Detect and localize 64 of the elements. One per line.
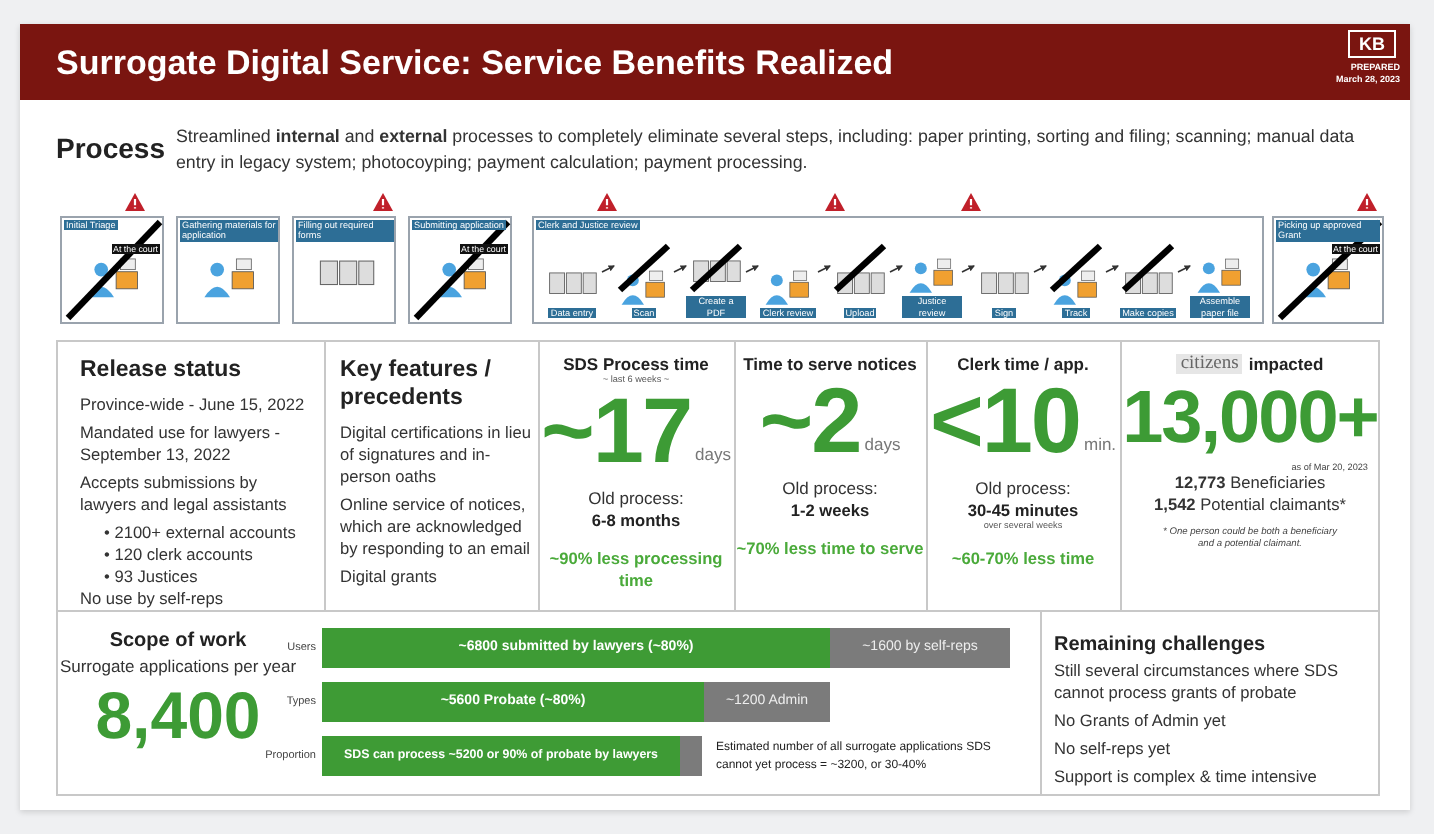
text: Support is complex & time intensive	[1054, 766, 1317, 788]
arrow	[745, 265, 759, 273]
metric-value: 8,400	[95, 678, 261, 754]
text: Old process:	[782, 478, 878, 498]
process-panel	[176, 216, 280, 324]
text: Still several circumstances where SDS cannot process grants of probate	[1054, 660, 1341, 704]
list-item: • 2100+ external accounts	[104, 522, 296, 544]
improvement-text: ~90% less processing time	[547, 548, 725, 592]
list-item: • 93 Justices	[104, 566, 198, 588]
list-item: • 120 clerk accounts	[104, 544, 253, 566]
section-heading: Release status	[80, 356, 242, 384]
metric-heading: Time to serve notices	[743, 354, 917, 374]
process-step	[830, 242, 890, 318]
section-heading: Process	[56, 132, 165, 164]
text: Accepts submissions by lawyers and legal assistants	[80, 472, 289, 516]
arrow	[817, 265, 831, 273]
text: Province-wide - June 15, 2022	[80, 394, 305, 416]
old-value: 30-45 minutes	[967, 500, 1079, 520]
text: Surrogate applications per year	[59, 656, 297, 678]
improvement-text: ~60-70% less time	[951, 548, 1095, 570]
text: Digital grants	[340, 566, 437, 588]
page-title: Surrogate Digital Service: Service Benefits Realized	[56, 44, 894, 84]
text: Old process:	[588, 488, 684, 508]
text: No use by self-reps	[80, 588, 223, 610]
metric-unit: days	[864, 434, 901, 454]
section-heading: Key features / precedents	[340, 356, 493, 412]
process-step	[1118, 242, 1178, 318]
metric-value: ~17	[541, 384, 692, 476]
stat-text: 12,773 Beneficiaries	[1174, 472, 1326, 494]
highlighted-word: citizens	[1176, 354, 1243, 374]
process-panel	[532, 216, 1264, 324]
section-heading: Remaining challenges	[1054, 634, 1266, 656]
metric-value: 13,000+	[1122, 374, 1378, 462]
text: Digital certifications in lieu of signatures and in-person oaths	[340, 422, 532, 488]
metric-heading: impacted	[1248, 354, 1324, 374]
text: Mandated use for lawyers - September 13, 2022	[80, 422, 283, 466]
arrow	[1177, 265, 1191, 273]
old-value: 1-2 weeks	[790, 500, 870, 520]
arrow	[673, 265, 687, 273]
stat-text: 1,542 Potential claimants*	[1154, 494, 1346, 516]
description-text: Streamlined internal and external processes to completely eliminate several steps, including: paper printing, sorting and filing; scanning; manual data entry in legacy system; photocoyping; payment calculation; payment processing.	[176, 124, 1357, 176]
process-step	[614, 242, 674, 318]
metric-value: <10	[929, 374, 1080, 466]
metric-value: ~2	[759, 374, 861, 466]
process-panel	[292, 216, 396, 324]
improvement-text: ~70% less time to serve	[736, 538, 924, 560]
section-heading: Scope of work	[109, 630, 247, 652]
text: No Grants of Admin yet	[1054, 710, 1226, 732]
arrow	[961, 265, 975, 273]
arrow	[1033, 265, 1047, 273]
metric-unit: min.	[1083, 434, 1117, 454]
old-value: 6-8 months	[591, 510, 681, 530]
text: Old process:	[975, 478, 1071, 498]
metric-unit: days	[695, 444, 731, 464]
arrow	[1105, 265, 1119, 273]
text: Online service of notices, which are acknowledged by responding to an email	[340, 494, 532, 560]
arrow	[601, 265, 615, 273]
process-step	[686, 242, 746, 318]
text: No self-reps yet	[1054, 738, 1171, 760]
process-step	[1046, 242, 1106, 318]
metric-heading: SDS Process time	[563, 354, 709, 374]
arrow	[889, 265, 903, 273]
metric-heading: Clerk time / app.	[957, 354, 1089, 374]
initials-badge: KB	[1348, 30, 1396, 58]
